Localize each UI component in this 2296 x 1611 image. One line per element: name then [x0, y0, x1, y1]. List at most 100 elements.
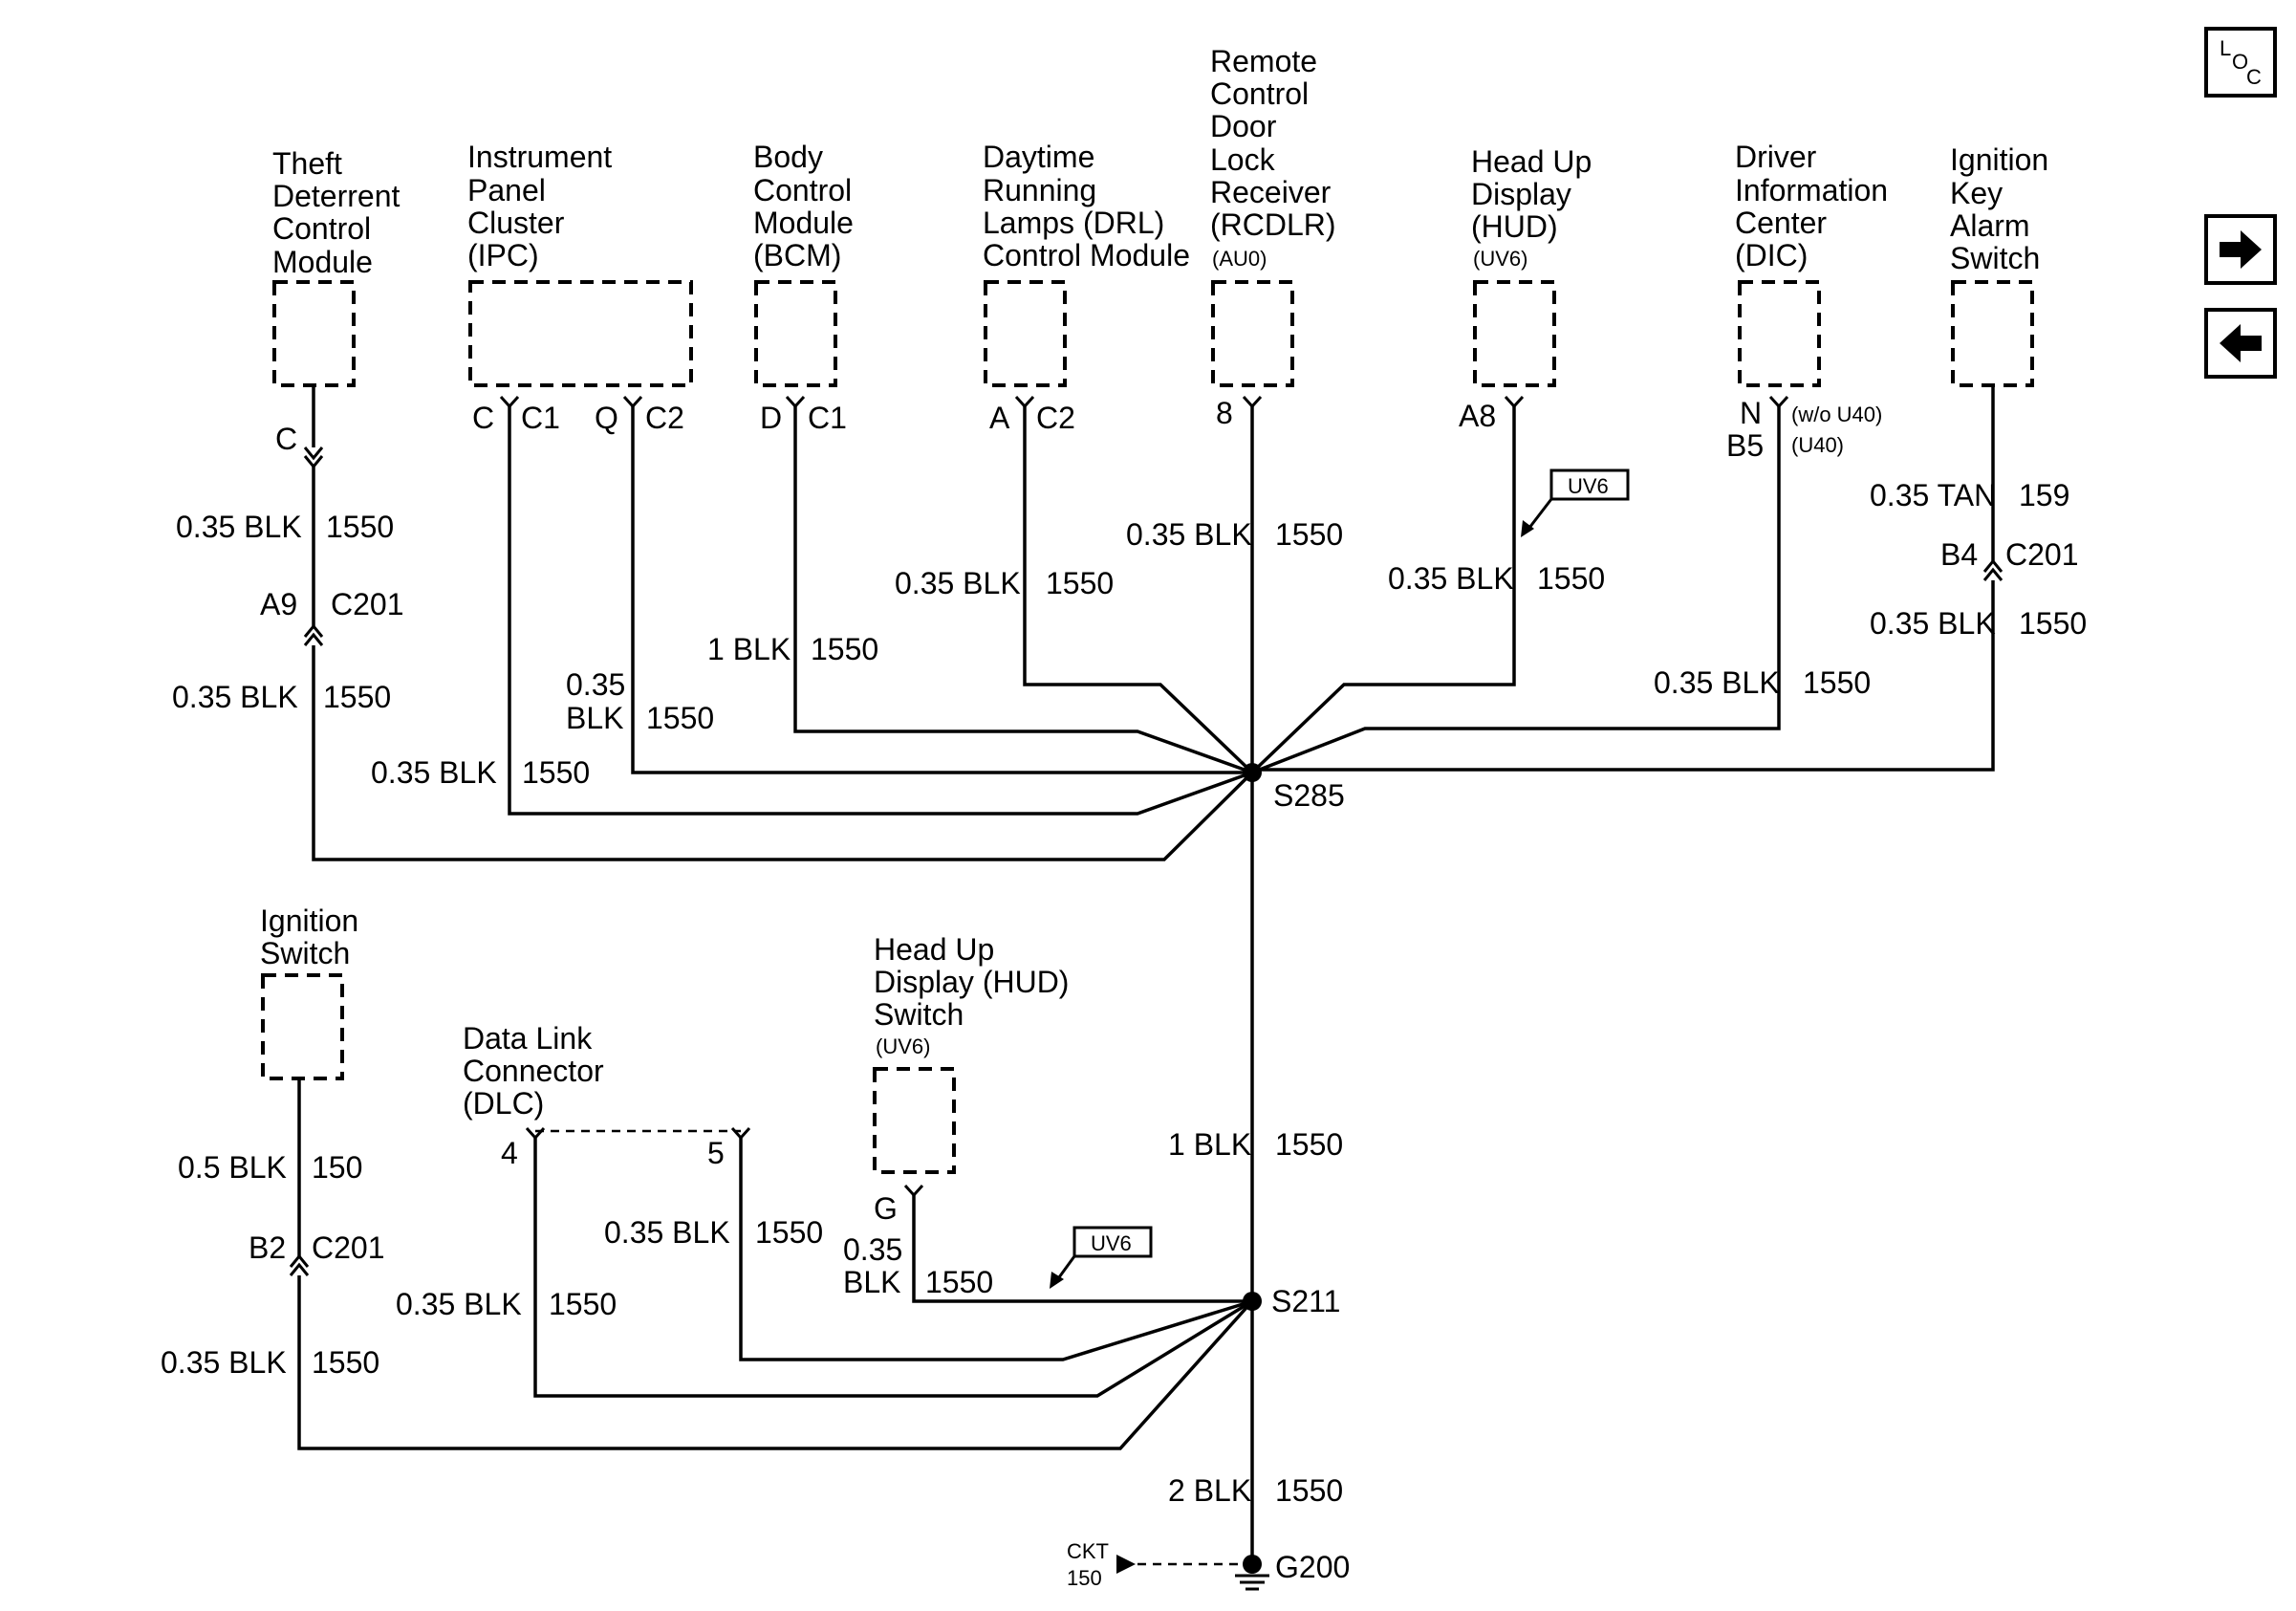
component-label: Control Module	[983, 238, 1190, 272]
circuit-number-label: 1550	[925, 1265, 993, 1299]
circuit-number-label: 1550	[522, 755, 590, 790]
arrow-icon	[1050, 1272, 1064, 1289]
component-label: (DIC)	[1735, 238, 1808, 272]
wire-ipc-c1	[508, 406, 1253, 816]
body-control-module-box	[754, 280, 837, 387]
next-page-button[interactable]	[2204, 214, 2277, 285]
previous-page-button[interactable]	[2204, 308, 2277, 379]
instrument-panel-cluster-box	[468, 280, 693, 387]
component-label: Control	[753, 173, 852, 207]
pin-label: G	[874, 1191, 898, 1226]
component-label: (RCDLR)	[1210, 207, 1336, 242]
connector-symbol	[1982, 558, 2004, 581]
wire-color-label: 0.35 BLK	[396, 1287, 522, 1321]
pin-label: 4	[501, 1136, 518, 1170]
component-head-up-display: Head Up Display (HUD) (UV6)	[1471, 144, 1592, 387]
component-label: Body	[753, 140, 823, 174]
wire-color-label: BLK	[566, 701, 623, 735]
circuit-number-label: 1550	[2019, 606, 2087, 641]
wire-tdcm	[312, 467, 1254, 861]
wire-color-label: 1 BLK	[707, 632, 791, 666]
component-label: Switch	[260, 936, 350, 970]
pin-label: A9	[260, 587, 297, 621]
component-driver-information-center: Driver Information Center (DIC)	[1735, 140, 1888, 387]
component-label: Display (HUD)	[874, 965, 1069, 999]
connector-symbol	[303, 446, 324, 469]
wire-dlc-4	[533, 1138, 1253, 1398]
option-code: UV6	[1091, 1231, 1132, 1255]
callout-leader	[1527, 498, 1553, 529]
connector-symbol	[525, 1126, 546, 1141]
option-code: (UV6)	[876, 1034, 930, 1058]
circuit-number-label: 1550	[312, 1345, 379, 1380]
pin-label: C	[275, 422, 297, 456]
pin-label: A	[989, 401, 1010, 435]
component-label: Receiver	[1210, 175, 1332, 209]
option-box	[1549, 468, 1630, 501]
wire-color-label: 0.35	[843, 1232, 902, 1267]
wire-drl	[1023, 406, 1254, 774]
arrow-icon	[1521, 520, 1534, 537]
wire-bcm	[793, 406, 1253, 774]
component-theft-deterrent-control-module: Theft Deterrent Control Module	[272, 146, 401, 387]
uv6-callout-hud: UV6	[1521, 468, 1630, 537]
connector-symbol	[730, 1126, 751, 1141]
component-label: Lamps (DRL)	[983, 206, 1164, 240]
wire-dlc-5	[739, 1138, 1253, 1361]
component-label: Center	[1735, 206, 1827, 240]
component-data-link-connector: Data Link Connector (DLC)	[463, 1021, 741, 1133]
ckt-label: CKT	[1067, 1539, 1109, 1563]
wire-hud-switch	[912, 1195, 1252, 1303]
component-hud-switch: Head Up Display (HUD) Switch (UV6)	[873, 932, 1069, 1174]
pin-label: C1	[521, 401, 560, 435]
connector-symbol	[903, 1184, 924, 1198]
component-label: Connector	[463, 1054, 604, 1088]
wire-color-label: 0.35 TAN	[1870, 478, 1996, 512]
location-button[interactable]: L O C	[2204, 27, 2277, 98]
hud-switch-box	[873, 1067, 956, 1174]
wire-hud	[1250, 406, 1516, 774]
ground-icon	[1235, 1574, 1269, 1591]
circuit-number-label: 1550	[549, 1287, 617, 1321]
connector-label: C201	[312, 1230, 385, 1265]
connector-symbol	[1242, 395, 1263, 409]
circuit-number-label: 1550	[326, 510, 394, 544]
component-label: Driver	[1735, 140, 1817, 174]
wire-ignition-switch	[297, 1078, 1254, 1450]
connector-symbol	[785, 395, 806, 409]
uv6-callout-hud-switch: UV6	[1050, 1226, 1153, 1289]
arrow-right-icon	[2220, 230, 2262, 269]
connector-symbol	[499, 395, 520, 409]
connector-symbol	[1504, 395, 1525, 409]
wire-color-label: 0.35 BLK	[172, 680, 298, 714]
pin-label: N	[1740, 396, 1762, 430]
component-label: (IPC)	[467, 238, 539, 272]
component-label: Deterrent	[272, 179, 401, 213]
option-code: (AU0)	[1212, 247, 1267, 271]
circuit-number-label: 1550	[1803, 665, 1871, 700]
pin-label: B5	[1726, 428, 1764, 463]
component-label: Door	[1210, 109, 1277, 143]
component-label: Switch	[1950, 241, 2040, 275]
connector-label: C201	[2005, 537, 2079, 572]
circuit-number-label: 1550	[1046, 566, 1114, 600]
wire-color-label: 0.35 BLK	[371, 755, 497, 790]
ckt-arrow-icon	[1116, 1555, 1136, 1574]
pin-label: D	[760, 401, 782, 435]
pin-label: Q	[595, 401, 618, 435]
option-code: UV6	[1568, 474, 1609, 498]
pin-label: 5	[707, 1136, 725, 1170]
component-label: Ignition	[1950, 142, 2048, 177]
component-label: (BCM)	[753, 238, 841, 272]
ignition-key-alarm-switch-box	[1951, 280, 2034, 387]
callout-leader	[1057, 1255, 1076, 1278]
component-label: Head Up	[1471, 144, 1592, 179]
wire-color-label: BLK	[843, 1265, 900, 1299]
component-label: Display	[1471, 177, 1571, 211]
pin-label: C2	[1036, 401, 1075, 435]
pin-label: A8	[1459, 399, 1496, 433]
pin-label: C1	[808, 401, 847, 435]
pin-label: C2	[645, 401, 684, 435]
component-label: Module	[272, 245, 373, 279]
component-rcdlr: Remote Control Door Lock Receiver (RCDLR…	[1210, 44, 1336, 387]
